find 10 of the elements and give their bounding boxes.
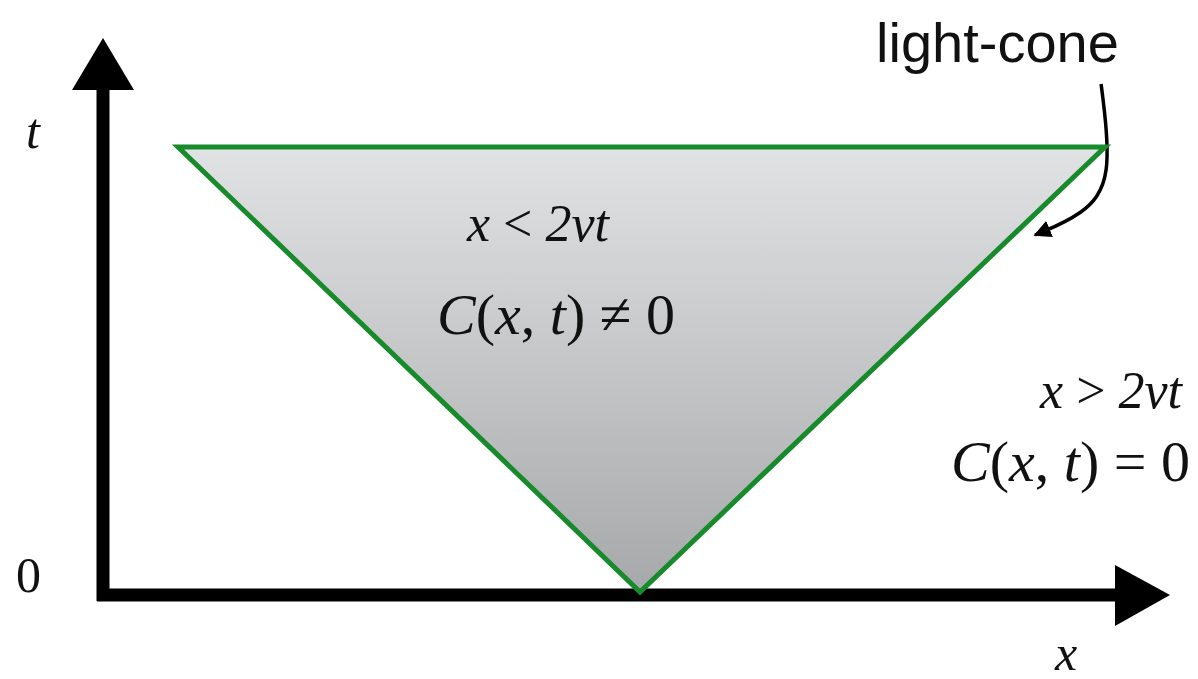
callout-text: light-cone xyxy=(876,12,1119,74)
leader-arrow xyxy=(1033,83,1109,238)
equation-text: C(x, t) = 0 xyxy=(951,430,1190,494)
light-cone-region xyxy=(175,143,1110,595)
equation-text: x < 2vt xyxy=(467,195,609,253)
equation-text: x > 2vt xyxy=(1040,362,1182,420)
axis-label: x xyxy=(1055,626,1078,679)
axis-label: t xyxy=(26,104,40,159)
axis-tick-label: 0 xyxy=(16,548,41,603)
equation-text: C(x, t) ≠ 0 xyxy=(437,283,676,347)
